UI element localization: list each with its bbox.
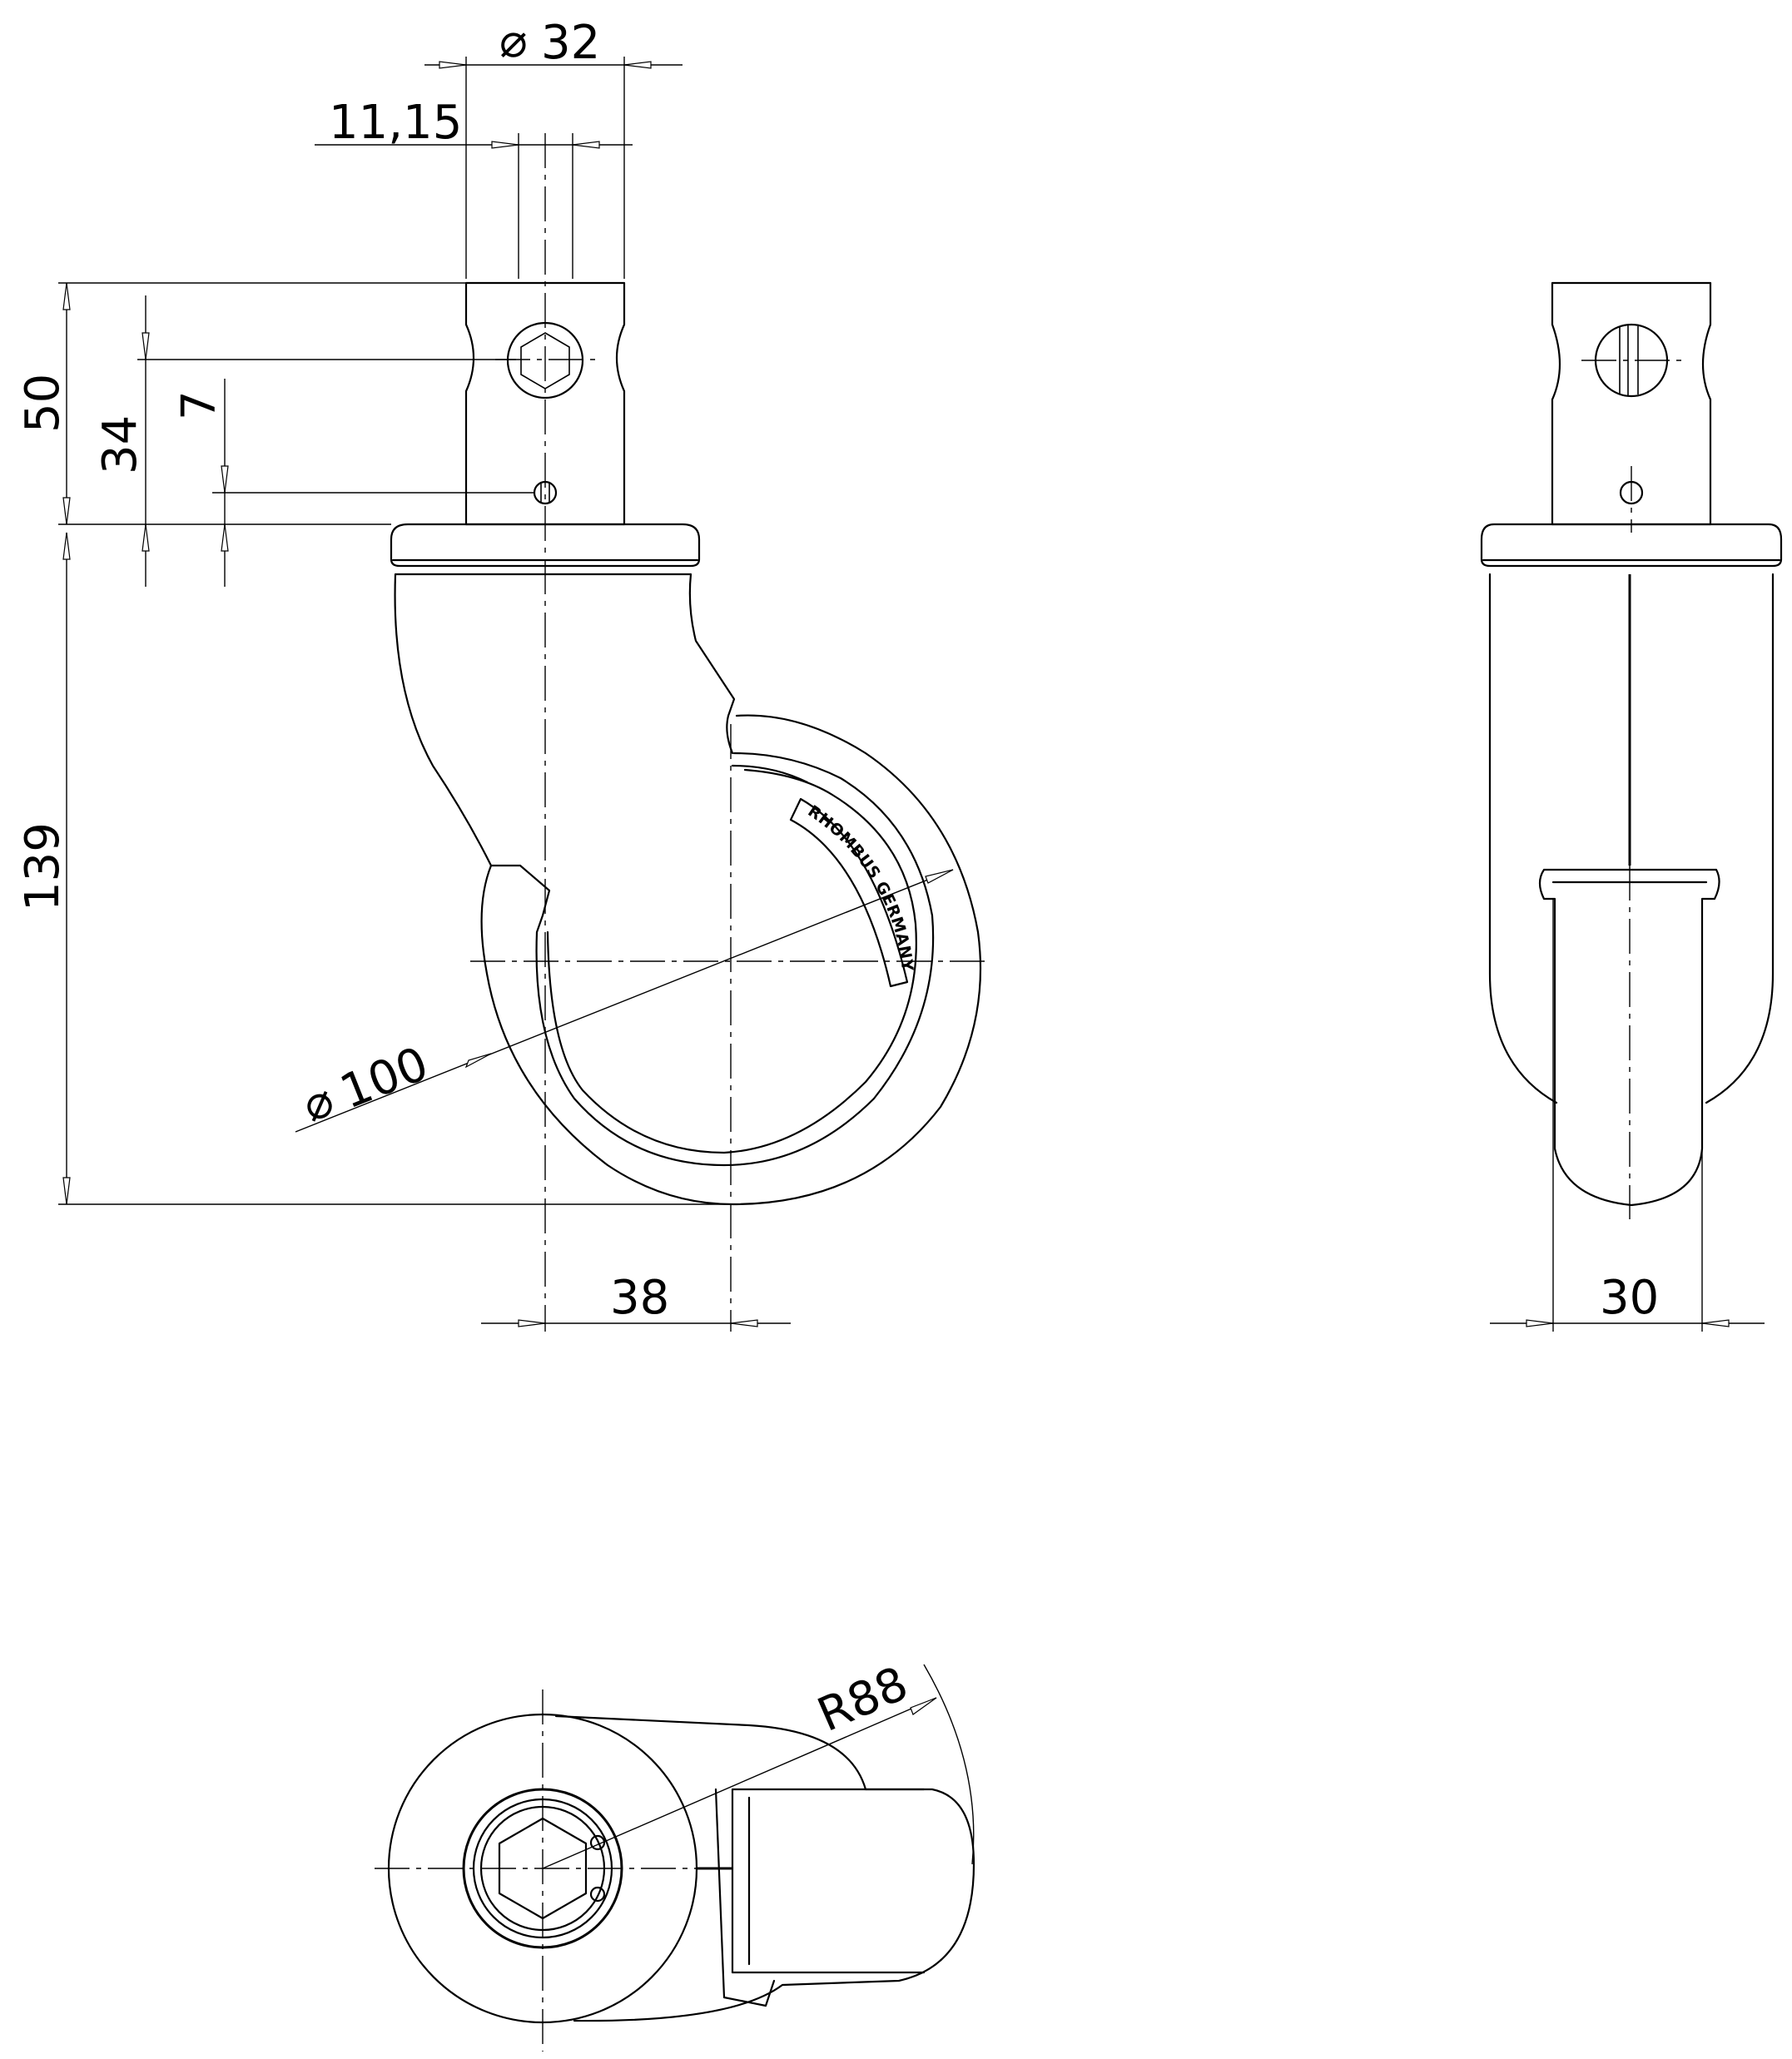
dim-wheel-width: 30 (1600, 1271, 1659, 1325)
dimension-lines: ⌀ 32 11,15 50 34 7 139 (16, 14, 1765, 1869)
top-view (375, 1689, 975, 2052)
top-housing (554, 1714, 975, 2022)
front-view (1480, 281, 1783, 1219)
dim-wheel-diameter-symbol: ⌀ (295, 1073, 341, 1134)
front-wheel (1538, 868, 1720, 1207)
dim-pin-height: 7 (172, 390, 226, 420)
dim-offset: 11,15 (329, 96, 462, 150)
fork-housing (394, 573, 736, 867)
dim-hole-height: 34 (93, 415, 147, 474)
dim-upper-height: 50 (16, 374, 70, 433)
dim-stem-diameter-symbol: ⌀ (499, 14, 528, 68)
wheel-bore (731, 764, 809, 784)
front-top-plate (1480, 523, 1783, 568)
dim-stem-diameter: 32 (541, 16, 600, 70)
brand-label: RHOMBUS GERMANY (805, 802, 917, 973)
dim-wheel-diameter: 100 (333, 1037, 435, 1120)
dim-swivel-offset: 38 (610, 1271, 669, 1325)
top-plate (390, 523, 701, 568)
dim-overall-height: 139 (16, 822, 70, 911)
brand-plate (789, 797, 909, 988)
top-wheel (731, 1788, 926, 1974)
wheel-outer (480, 714, 982, 1206)
front-housing (1488, 573, 1775, 1104)
side-view: RHOMBUS GERMANY (390, 133, 990, 1332)
